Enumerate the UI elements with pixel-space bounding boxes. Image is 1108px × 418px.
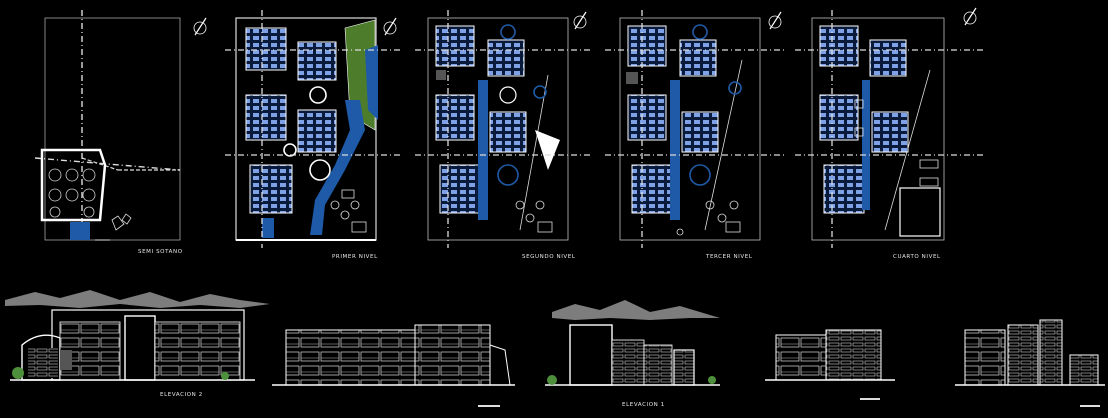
north-arrow-icon bbox=[573, 11, 587, 30]
blue-corridor bbox=[670, 80, 680, 220]
blue-corridor bbox=[862, 80, 870, 210]
classroom bbox=[871, 111, 909, 153]
blue-corridor bbox=[478, 80, 488, 220]
elevation-e bbox=[955, 319, 1105, 407]
classroom bbox=[681, 111, 719, 153]
classroom bbox=[435, 25, 475, 67]
blue-area bbox=[365, 45, 378, 120]
plan-label: TERCER NIVEL bbox=[705, 254, 753, 260]
grid-axis bbox=[34, 157, 181, 171]
roof-block bbox=[899, 187, 941, 237]
plan-label: SEGUNDO NIVEL bbox=[522, 254, 576, 260]
classroom bbox=[631, 164, 673, 214]
blue-block bbox=[70, 222, 90, 240]
furniture bbox=[330, 189, 367, 233]
classroom bbox=[435, 94, 475, 141]
elevation-a: ELEVACION 2 bbox=[10, 309, 255, 398]
classroom bbox=[487, 39, 525, 77]
blue-area bbox=[310, 100, 365, 235]
classroom bbox=[297, 109, 337, 153]
classroom bbox=[627, 25, 667, 67]
north-arrow-icon bbox=[193, 17, 207, 36]
plan-boundary bbox=[427, 17, 569, 241]
furniture bbox=[515, 200, 553, 233]
plan-label: CUARTO NIVEL bbox=[893, 254, 941, 260]
classroom bbox=[249, 164, 293, 214]
grid-axes bbox=[225, 10, 985, 248]
classroom bbox=[819, 94, 859, 141]
plan-segundo-nivel: SEGUNDO NIVEL bbox=[427, 11, 587, 260]
plan-boundary bbox=[44, 17, 181, 241]
classroom bbox=[819, 25, 859, 67]
elevation-label: ELEVACION 1 bbox=[622, 402, 665, 408]
blue-block bbox=[262, 218, 274, 238]
plan-tercer-nivel: TERCER NIVEL bbox=[619, 11, 782, 260]
elevation-d bbox=[765, 329, 895, 400]
circulation-circles bbox=[283, 86, 331, 181]
column-ring bbox=[48, 168, 96, 218]
north-arrow-icon bbox=[963, 7, 977, 26]
classroom bbox=[823, 164, 865, 214]
stair-block bbox=[535, 130, 560, 170]
plan-boundary bbox=[619, 17, 761, 241]
furniture bbox=[676, 200, 741, 236]
classroom bbox=[245, 94, 287, 141]
tree bbox=[12, 367, 24, 379]
classroom bbox=[439, 164, 481, 214]
north-arrow-icon bbox=[768, 11, 782, 30]
classroom bbox=[489, 111, 527, 153]
classroom bbox=[869, 39, 907, 77]
classroom bbox=[245, 27, 287, 71]
basement-wall bbox=[40, 148, 107, 222]
classroom bbox=[297, 41, 337, 81]
plan-boundary bbox=[811, 17, 945, 241]
mountains-silhouette bbox=[5, 290, 270, 308]
plan-label: SEMI SOTANO bbox=[138, 249, 183, 255]
plan-label: PRIMER NIVEL bbox=[332, 254, 378, 260]
elevation-label: ELEVACION 2 bbox=[160, 392, 203, 398]
mountains-silhouette bbox=[552, 300, 720, 320]
plan-semisotano: SEMI SOTANO bbox=[34, 10, 207, 255]
elevation-c: ELEVACION 1 bbox=[545, 324, 720, 408]
elevation-b bbox=[272, 324, 515, 407]
classroom bbox=[679, 39, 717, 77]
plan-cuarto-nivel: CUARTO NIVEL bbox=[811, 7, 977, 260]
north-arrow-icon bbox=[383, 17, 397, 36]
classroom bbox=[627, 94, 667, 141]
plan-primer-nivel: PRIMER NIVEL bbox=[235, 17, 397, 260]
